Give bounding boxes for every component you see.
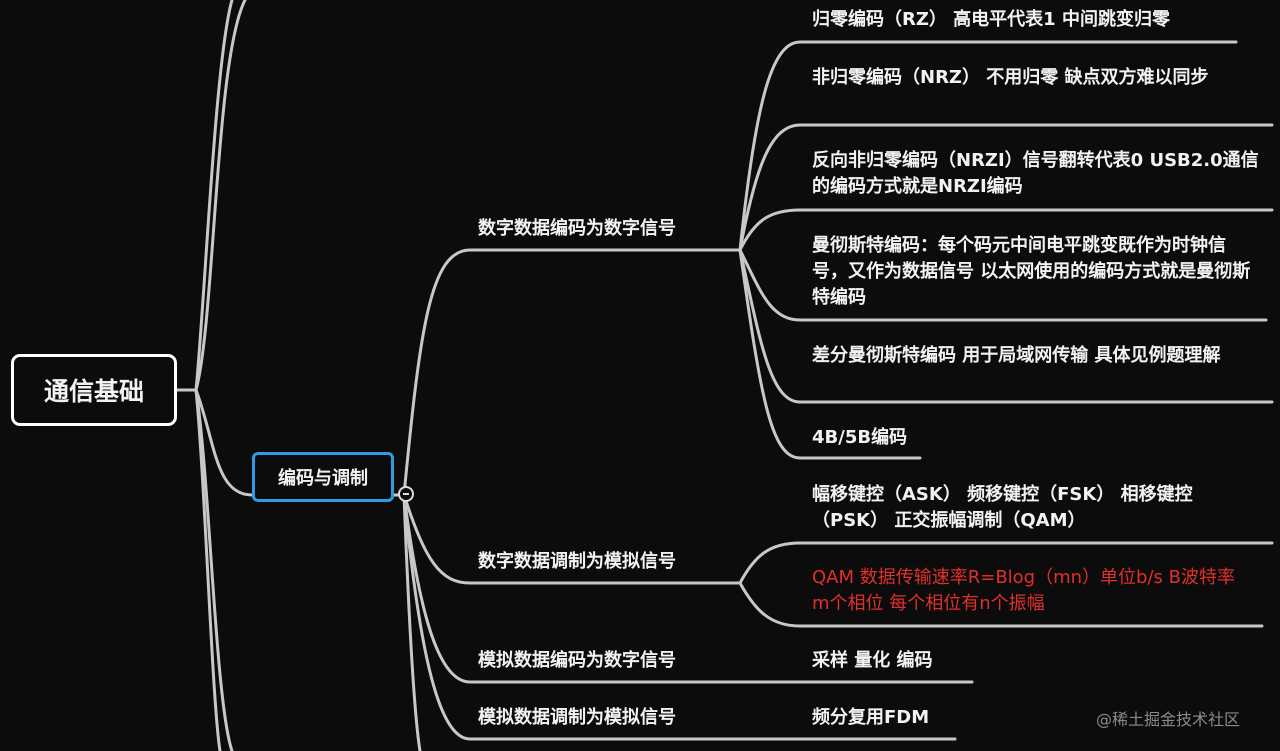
leaf-manchester[interactable]: 曼彻斯特编码：每个码元中间电平跳变既作为时钟信号，又作为数据信号 以太网使用的编… — [812, 235, 1251, 308]
collapse-toggle-icon[interactable] — [398, 486, 414, 502]
branch-analog-to-analog[interactable]: 模拟数据调制为模拟信号 — [478, 707, 676, 728]
leaf-keying[interactable]: 幅移键控（ASK） 频移键控（FSK） 相移键控（PSK） 正交振幅调制（QAM… — [812, 484, 1193, 531]
topic-label: 编码与调制 — [278, 468, 368, 489]
branch-analog-to-digital[interactable]: 模拟数据编码为数字信号 — [478, 650, 676, 671]
leaf-fdm[interactable]: 频分复用FDM — [812, 707, 930, 728]
leaf-differential-manchester[interactable]: 差分曼彻斯特编码 用于局域网传输 具体见例题理解 — [812, 345, 1221, 366]
root-label: 通信基础 — [43, 377, 144, 406]
topic-node-encoding-modulation[interactable]: 编码与调制 — [252, 452, 394, 502]
branch-digital-to-digital[interactable]: 数字数据编码为数字信号 — [478, 218, 676, 239]
leaf-4b5b[interactable]: 4B/5B编码 — [812, 427, 908, 448]
leaf-qam-rate[interactable]: QAM 数据传输速率R=Blog（mn）单位b/s B波特率 m个相位 每个相位… — [812, 567, 1235, 614]
root-node[interactable]: 通信基础 — [11, 354, 177, 426]
leaf-sampling[interactable]: 采样 量化 编码 — [812, 650, 933, 671]
leaf-nrz[interactable]: 非归零编码（NRZ） 不用归零 缺点双方难以同步 — [812, 67, 1209, 88]
leaf-nrzi[interactable]: 反向非归零编码（NRZI）信号翻转代表0 USB2.0通信的编码方式就是NRZI… — [812, 150, 1259, 197]
watermark: @稀土掘金技术社区 — [1096, 710, 1241, 729]
leaf-rz[interactable]: 归零编码（RZ） 高电平代表1 中间跳变归零 — [812, 9, 1170, 30]
branch-digital-to-analog[interactable]: 数字数据调制为模拟信号 — [478, 551, 676, 572]
